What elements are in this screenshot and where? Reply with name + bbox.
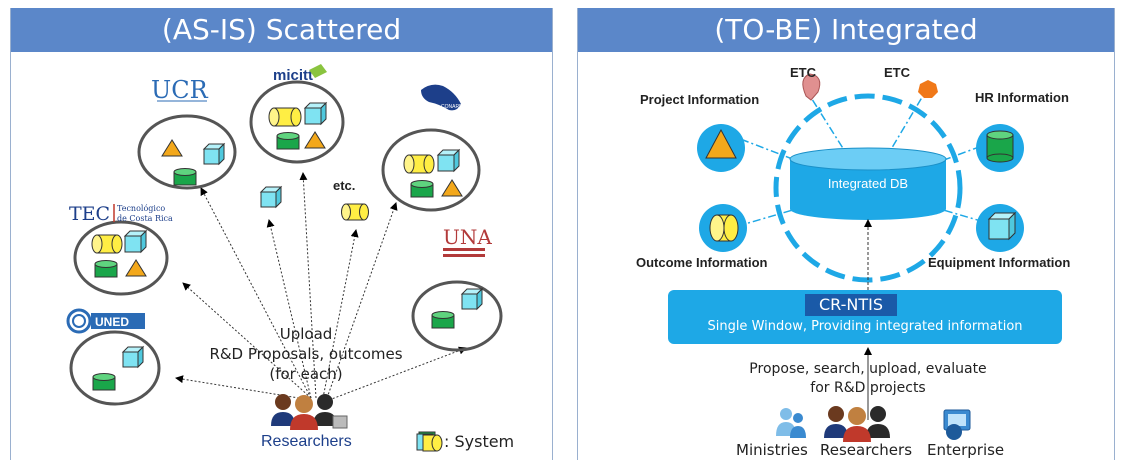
triangle-icon (304, 131, 326, 149)
upload-line-1: Upload (279, 325, 333, 343)
cube-icon (436, 148, 461, 173)
action-text: Propose, search, upload, evaluate for R&… (728, 360, 1008, 398)
triangle-icon (161, 139, 183, 157)
researchers-icon (271, 394, 348, 430)
tec-system-group (73, 220, 169, 296)
to-be-title: (TO-BE) Integrated (578, 8, 1114, 52)
integrated-db-label: Integrated DB (827, 176, 909, 191)
cube-icon (202, 142, 226, 166)
yellow-cylinder-icon (403, 154, 435, 174)
arrow-to-micitt (299, 172, 317, 399)
yellow-cylinder-icon (268, 107, 302, 127)
arrow-to-ucr (200, 187, 312, 399)
crntis-title-bg (805, 294, 897, 316)
upload-line-3: (for each) (269, 365, 343, 383)
hr-info-label: HR Information (975, 90, 1069, 105)
svg-text:Tecnológico: Tecnológico (117, 204, 165, 213)
una-system-group (411, 280, 503, 352)
conare-system-group (381, 128, 481, 212)
enterprise-icon (943, 409, 971, 440)
cube-icon (987, 211, 1017, 241)
upload-line-2: R&D Proposals, outcomes (209, 345, 403, 363)
green-cylinder-icon (986, 130, 1014, 163)
svg-text:UNED: UNED (95, 315, 129, 329)
etc-label: etc. (333, 178, 356, 193)
project-info-label: Project Information (640, 92, 760, 107)
green-cylinder-icon (94, 260, 118, 278)
triangle-icon (705, 128, 737, 159)
integrated-db-cylinder (789, 147, 947, 220)
uned-system-group (69, 330, 161, 406)
standalone-cube-icon (259, 185, 283, 209)
cube-icon (121, 345, 145, 369)
triangle-icon (441, 179, 463, 197)
to-be-diagram (668, 73, 1062, 442)
arrow-to-uned (175, 375, 312, 401)
crntis-subtitle: Single Window, Providing integrated info… (707, 319, 1023, 334)
outcome-info-label: Outcome Information (636, 255, 768, 270)
researchers-label: Researchers (261, 433, 352, 450)
svg-text:de Costa Rica: de Costa Rica (117, 214, 173, 223)
micitt-system-group (249, 80, 345, 164)
arrow-to-small-cube (266, 219, 312, 399)
etc-label-1: ETC (790, 65, 816, 80)
conare-logo: CONARE (421, 84, 463, 111)
actor-researchers: Researchers (820, 441, 913, 459)
legend-system-icon (416, 431, 443, 452)
micitt-logo: micitt (273, 64, 327, 84)
arrow-to-conare (326, 202, 398, 399)
green-cylinder-icon (92, 373, 116, 391)
svg-text:UNA: UNA (443, 225, 492, 249)
action-line-2: for R&D projects (810, 380, 926, 396)
crntis-box (668, 290, 1062, 344)
cube-icon (303, 101, 328, 126)
to-be-panel: (TO-BE) Integrated (577, 8, 1115, 460)
svg-text:CONARE: CONARE (441, 104, 463, 110)
crntis-title: CR-NTIS (818, 295, 884, 314)
yellow-cylinder-icon (709, 214, 739, 242)
cube-icon (123, 229, 148, 254)
legend-label: : System (444, 432, 515, 451)
connection-arrows (175, 172, 467, 401)
green-cylinder-icon (173, 168, 197, 186)
ucr-logo: UCR (151, 76, 209, 104)
actor-enterprise: Enterprise (927, 441, 1005, 459)
green-cylinder-icon (410, 180, 434, 198)
upload-text: Upload R&D Proposals, outcomes (for each… (196, 324, 416, 384)
etc-label-2: ETC (884, 65, 910, 80)
tec-logo: TEC Tecnológico de Costa Rica (69, 203, 173, 225)
arrow-to-tec (182, 282, 312, 399)
green-cylinder-icon (276, 132, 300, 150)
researchers-icon (824, 406, 890, 442)
uned-logo: UNED (66, 308, 145, 334)
arrow-to-una (328, 346, 467, 401)
as-is-title: (AS-IS) Scattered (11, 8, 552, 52)
green-cylinder-icon (431, 311, 455, 329)
standalone-yellow-cylinder-icon (341, 203, 369, 221)
cube-icon (460, 287, 484, 311)
equipment-info-label: Equipment Information (928, 255, 1071, 270)
action-line-1: Propose, search, upload, evaluate (749, 361, 987, 377)
svg-text:UCR: UCR (151, 76, 209, 104)
etc-pin-icon (802, 73, 821, 101)
etc-octagon-icon (918, 80, 938, 98)
triangle-icon (125, 259, 147, 277)
ministries-icon (776, 408, 806, 438)
as-is-panel: (AS-IS) Scattered (10, 8, 553, 460)
ucr-system-group (137, 114, 237, 190)
una-logo: UNA (443, 225, 492, 257)
yellow-cylinder-icon (91, 234, 123, 254)
svg-text:TEC: TEC (69, 203, 110, 225)
actor-ministries: Ministries (736, 441, 808, 459)
svg-text:micitt: micitt (273, 67, 313, 84)
arrow-to-etc (322, 229, 359, 399)
as-is-diagram: UCR micitt CONARE TEC Tecnológico de Cos… (66, 64, 503, 452)
